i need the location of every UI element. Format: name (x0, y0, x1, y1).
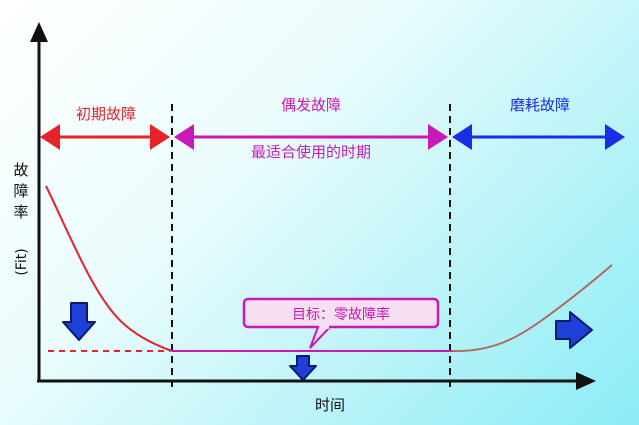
y-axis-label-char-1: 故 (13, 161, 28, 179)
wearout-failure-curve (451, 264, 613, 353)
right-arrow-icon (555, 311, 593, 349)
x-axis-arrowhead (576, 372, 596, 390)
down-arrow-icon (62, 302, 96, 341)
y-axis-label-char-2: 障 (13, 182, 28, 200)
y-axis-arrowhead (30, 22, 48, 42)
early-range-arrow (40, 124, 170, 150)
y-axis-label-char-3: 率 (13, 203, 28, 221)
down-arrow-icon (289, 355, 317, 381)
wearout-range-arrow (452, 124, 625, 150)
early-phase-label: 初期故障 (76, 105, 136, 123)
x-axis-label: 时间 (315, 396, 345, 414)
wearout-phase-label: 磨耗故障 (510, 96, 570, 114)
random-phase-label: 偶发故障 (281, 96, 341, 114)
random-range-arrow (174, 124, 448, 150)
y-axis-label-unit: (Fit) (14, 248, 30, 275)
goal-callout: 目标：零故障率 (242, 297, 440, 349)
early-failure-curve (45, 185, 173, 352)
goal-callout-label: 目标：零故障率 (292, 306, 390, 323)
random-phase-sublabel: 最适合使用的时期 (251, 143, 371, 161)
